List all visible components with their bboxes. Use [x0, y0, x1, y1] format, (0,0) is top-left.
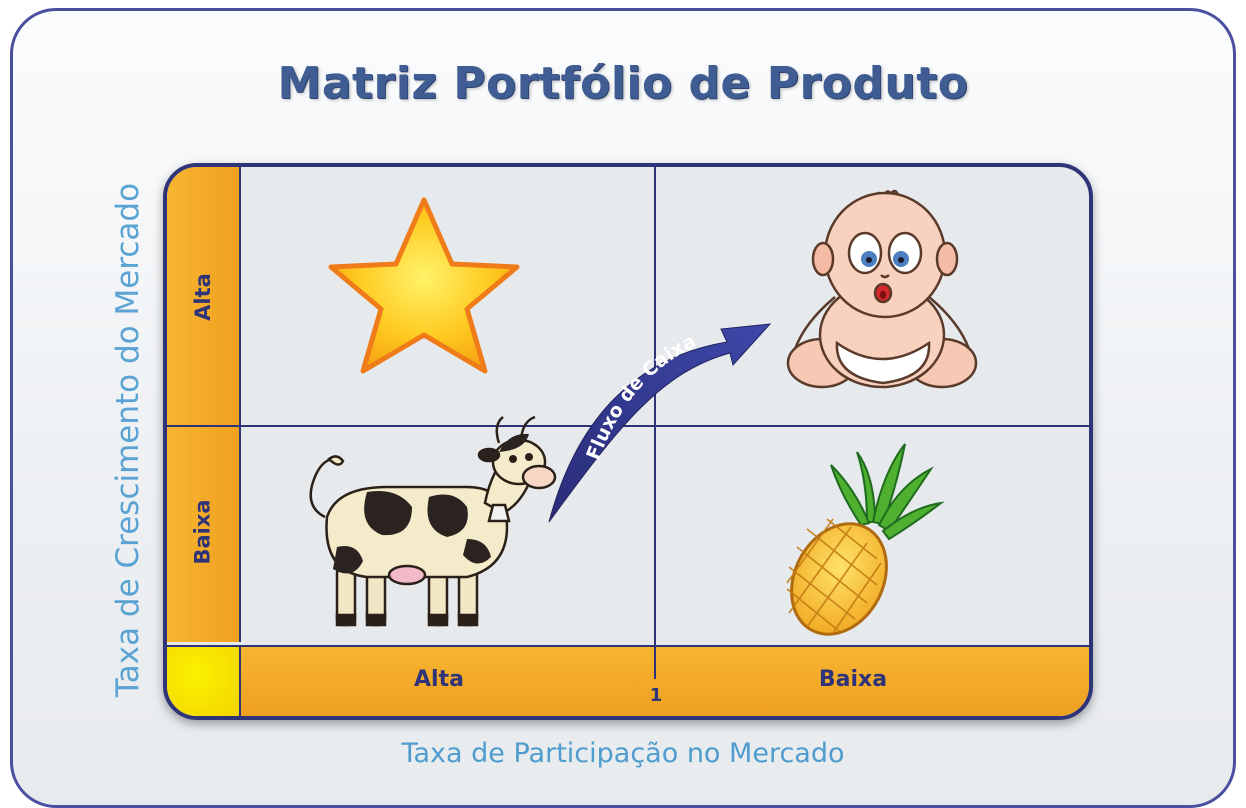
- y-axis-label: Taxa de Crescimento do Mercado: [110, 182, 146, 698]
- star-icon: [328, 197, 520, 374]
- diagram-title: Matriz Portfólio de Produto: [277, 58, 969, 109]
- axis-corner: [167, 645, 241, 716]
- y-axis-band: [167, 167, 241, 642]
- cow-icon: [309, 415, 557, 627]
- baby-icon: [786, 189, 978, 389]
- x-axis-band: [239, 645, 1089, 716]
- bcg-matrix: Alta Baixa Alta Baixa 1: [163, 163, 1093, 720]
- x-tick-high: Alta: [414, 667, 464, 692]
- cash-flow-arrow: Fluxo de Caixa: [548, 323, 772, 523]
- x-tick-midpoint: 1: [649, 685, 663, 706]
- vertical-divider: [654, 167, 656, 679]
- quadrant-art: Fluxo de Caixa: [309, 189, 978, 636]
- pineapple-icon: [786, 443, 945, 636]
- horizontal-divider: [167, 425, 1089, 427]
- x-axis-label: Taxa de Participação no Mercado: [401, 738, 845, 769]
- x-tick-low: Baixa: [818, 667, 888, 692]
